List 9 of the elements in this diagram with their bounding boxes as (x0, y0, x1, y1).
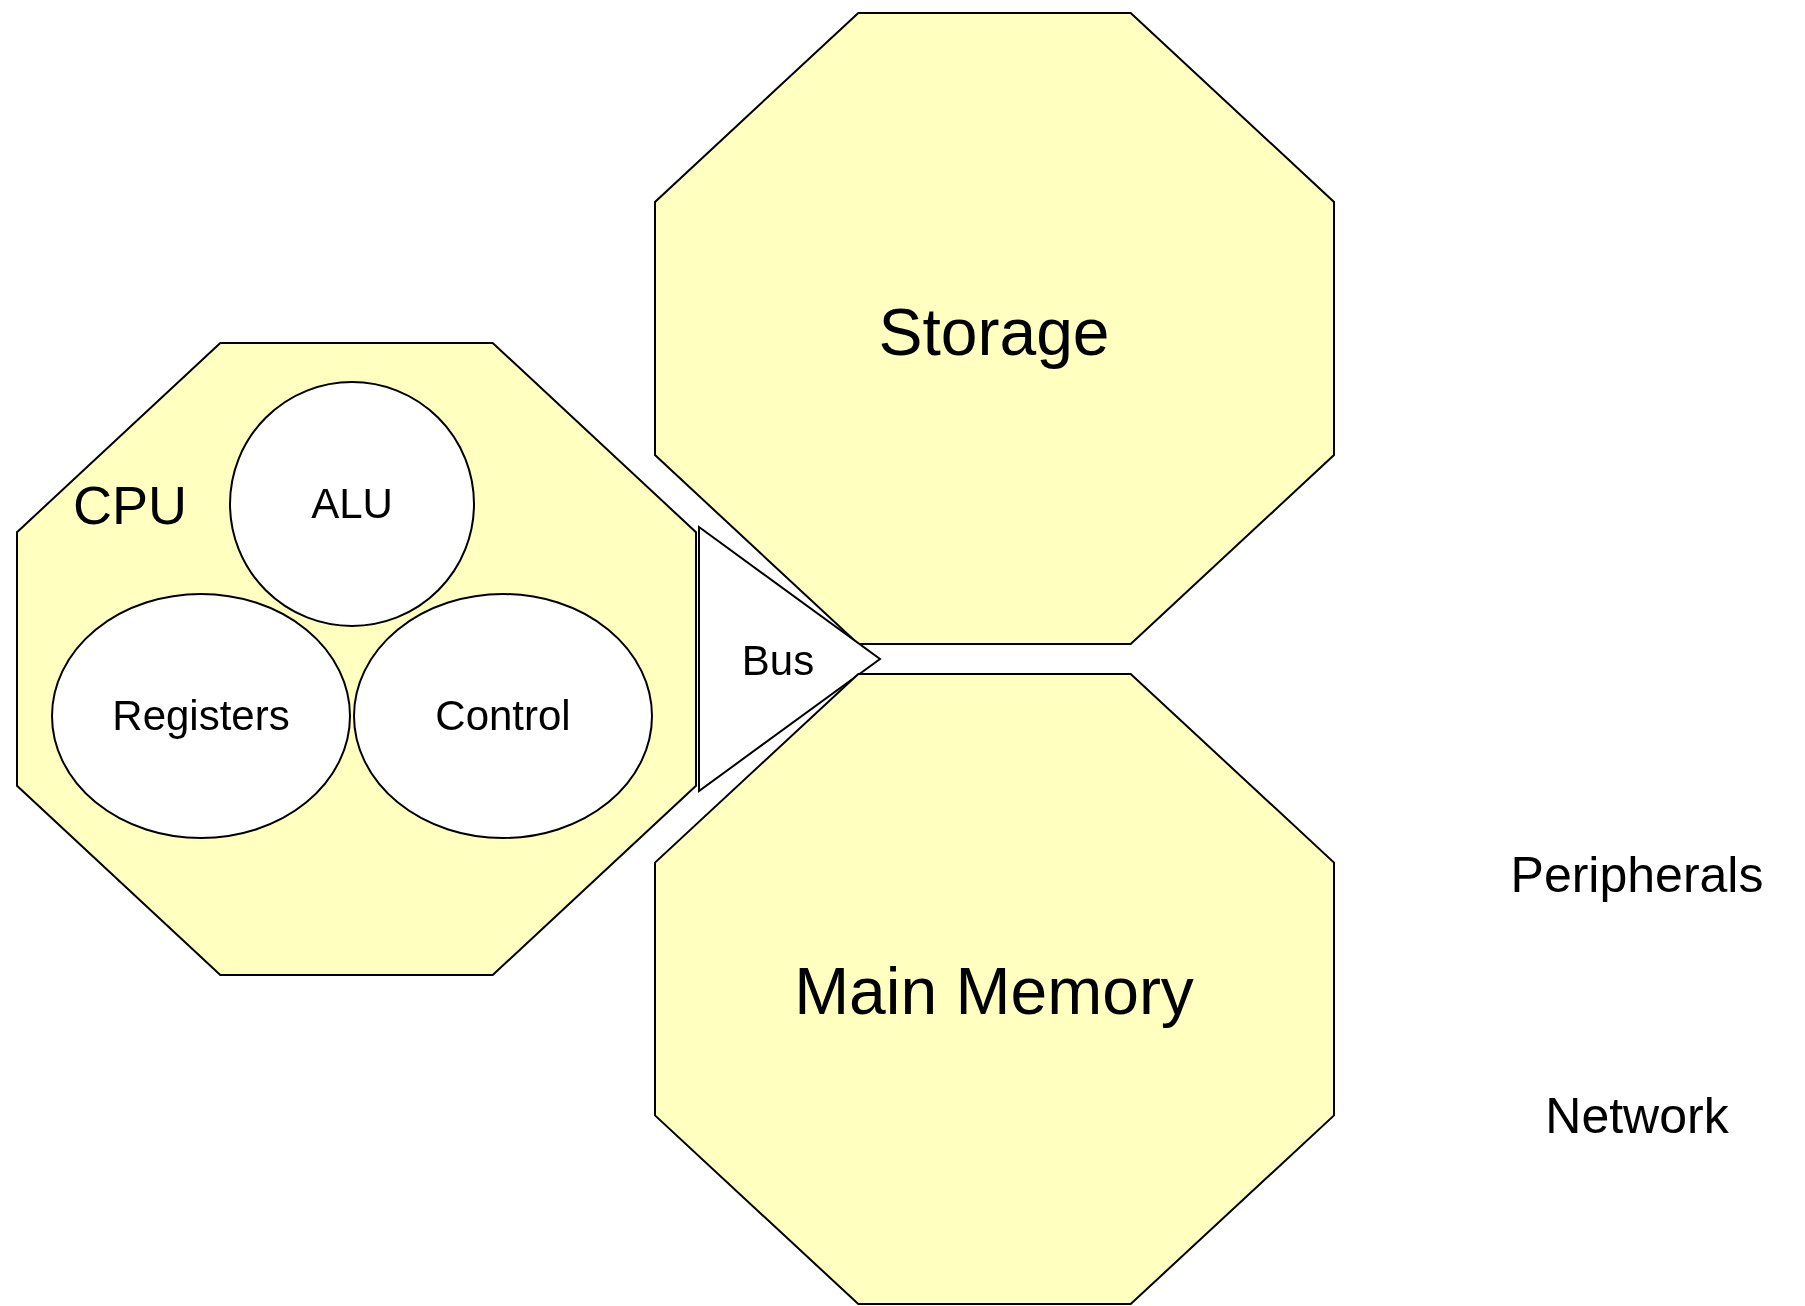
node-label: ALU (311, 480, 393, 528)
text-label: Peripherals (1510, 846, 1764, 904)
node-label: CPU (73, 476, 187, 536)
node-label: Storage (878, 295, 1110, 369)
text-label: Network (1545, 1087, 1729, 1145)
node-label: Control (435, 692, 571, 740)
node-label: Bus (741, 637, 815, 685)
node-label: Main Memory (794, 954, 1194, 1028)
node-label: Registers (112, 692, 290, 740)
